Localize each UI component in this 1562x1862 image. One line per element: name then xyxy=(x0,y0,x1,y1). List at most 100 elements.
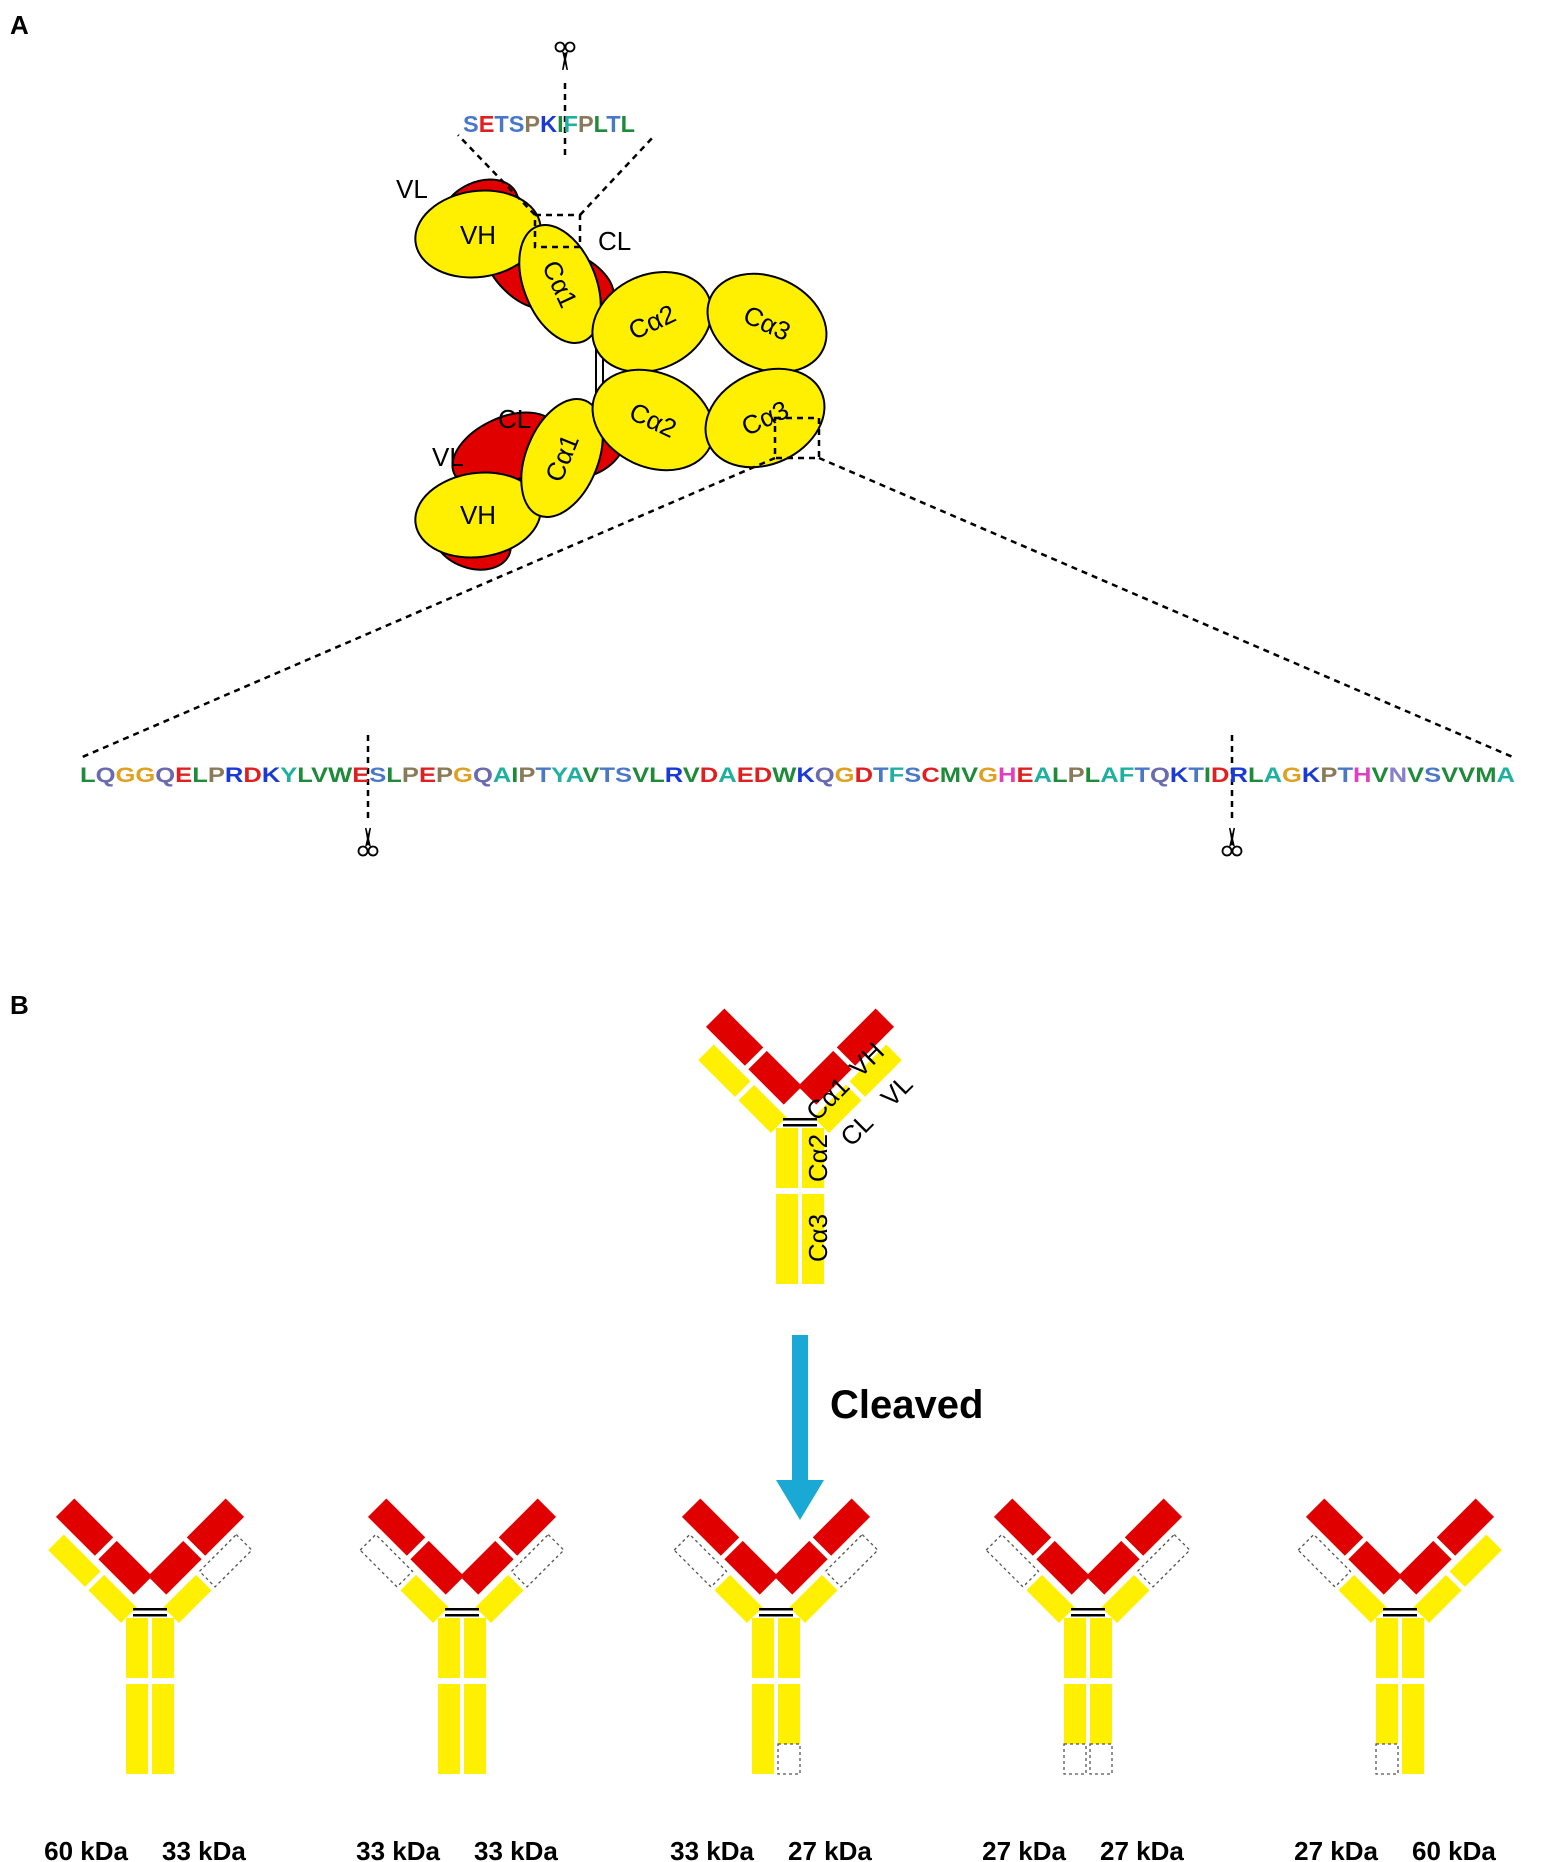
ca3-label-b: Cα3 xyxy=(803,1214,833,1262)
ca2-block xyxy=(1402,1618,1424,1678)
ca3-block xyxy=(126,1684,148,1744)
hinge-disulfide xyxy=(759,1614,793,1617)
cleavage-products: 60 kDa 33 kDa 33 kDa 33 kDa 33 kDa 27 kDa 27 k… xyxy=(44,1498,1502,1862)
fragment-antibody xyxy=(359,1498,565,1774)
vh-block xyxy=(698,1044,751,1097)
panel-label-a: A xyxy=(10,10,29,40)
fragment-antibody xyxy=(673,1498,879,1775)
fragment-right-mass: 60 kDa xyxy=(1412,1836,1496,1862)
cl-block xyxy=(1085,1540,1140,1595)
hinge-disulfide xyxy=(133,1614,167,1617)
vh-block xyxy=(824,1533,879,1588)
ca3-block xyxy=(1064,1684,1086,1744)
vl-label-lower: VL xyxy=(432,442,464,472)
ca1-block xyxy=(1413,1574,1462,1623)
cl-block xyxy=(1036,1540,1091,1595)
cleaved-label: Cleaved xyxy=(830,1383,983,1427)
fragment-antibody xyxy=(1297,1498,1502,1775)
vl-block xyxy=(367,1498,426,1556)
ca2-label-b: Cα2 xyxy=(803,1134,833,1182)
cl-label-lower: CL xyxy=(498,404,531,434)
ca2-block xyxy=(1064,1618,1086,1678)
ca3-tail-block xyxy=(464,1744,486,1774)
vh-label-lower: VH xyxy=(460,500,496,530)
ca2-block xyxy=(1090,1618,1112,1678)
cl-block xyxy=(98,1540,153,1595)
ca2-block xyxy=(152,1618,174,1678)
fragment-antibody xyxy=(48,1498,253,1774)
vh-block xyxy=(1297,1533,1352,1588)
ca3-block xyxy=(776,1194,798,1254)
ca3-tail-block xyxy=(752,1744,774,1774)
ca2-block xyxy=(778,1618,800,1678)
ca3-domain-lower xyxy=(704,367,826,469)
fragment-right-mass: 27 kDa xyxy=(1100,1836,1184,1862)
vl-block xyxy=(1305,1498,1364,1556)
vl-block xyxy=(1124,1498,1183,1556)
hinge-disulfide xyxy=(445,1614,479,1617)
vl-block xyxy=(705,1008,764,1066)
ca3-block xyxy=(1402,1684,1424,1744)
vl-block xyxy=(812,1498,871,1556)
ca1-block xyxy=(1338,1574,1387,1623)
ca3-tail-block xyxy=(126,1744,148,1774)
cl-label-upper: CL xyxy=(598,226,631,256)
vl-block xyxy=(1436,1498,1495,1556)
vh-block xyxy=(1449,1534,1502,1587)
hinge-disulfide xyxy=(783,1118,817,1121)
ca3-tail-block xyxy=(438,1744,460,1774)
ca3-block xyxy=(1376,1684,1398,1744)
vh-block xyxy=(849,1044,902,1097)
ca3-tail-block xyxy=(777,1743,801,1775)
ca2-block xyxy=(1376,1618,1398,1678)
ca2-block xyxy=(438,1618,460,1678)
fragment-left-mass: 33 kDa xyxy=(670,1836,754,1862)
ca3-block xyxy=(752,1684,774,1744)
fragment-left-mass: 27 kDa xyxy=(982,1836,1066,1862)
ca1-domain-upper xyxy=(518,223,602,345)
vl-block xyxy=(186,1498,245,1556)
cl-block xyxy=(1348,1540,1403,1595)
iga-structure: VL VH CL Cα1 Cα2 Cα3 Cα2 Cα3 CL VL Cα1 V… xyxy=(396,174,828,571)
ca3-domain-upper xyxy=(706,272,828,374)
vh-block xyxy=(510,1533,565,1588)
fragment-right-mass: 27 kDa xyxy=(788,1836,872,1862)
vh-block xyxy=(48,1534,101,1587)
cl-block xyxy=(147,1540,202,1595)
cl-block xyxy=(1397,1540,1452,1595)
hinge-disulfide xyxy=(783,1124,817,1127)
ca3-block xyxy=(1090,1684,1112,1744)
ca2-block xyxy=(776,1128,798,1188)
ca1-block xyxy=(400,1574,449,1623)
vl-block xyxy=(836,1008,895,1066)
vl-block xyxy=(681,1498,740,1556)
hinge-disulfide xyxy=(759,1608,793,1611)
vh-block xyxy=(1136,1533,1191,1588)
fragment-left-mass: 33 kDa xyxy=(356,1836,440,1862)
ca2-block xyxy=(126,1618,148,1678)
hinge-disulfide xyxy=(1383,1614,1417,1617)
vl-block xyxy=(993,1498,1052,1556)
ca3-block xyxy=(438,1684,460,1744)
ca2-block xyxy=(752,1618,774,1678)
vh-block xyxy=(198,1533,253,1588)
intact-iga-y xyxy=(698,1008,902,1284)
fragment-right-mass: 33 kDa xyxy=(474,1836,558,1862)
hinge-disulfide xyxy=(1071,1608,1105,1611)
fragment-left-mass: 27 kDa xyxy=(1294,1836,1378,1862)
scissors-icon xyxy=(357,827,379,857)
ca1-block xyxy=(813,1084,862,1133)
ca3-tail-block xyxy=(1402,1744,1424,1774)
ca3-tail-block xyxy=(1375,1743,1399,1775)
ca3-tail-block xyxy=(776,1254,798,1284)
ca3-block xyxy=(152,1684,174,1744)
cl-block xyxy=(797,1050,852,1105)
fragment-right-mass: 33 kDa xyxy=(162,1836,246,1862)
ca1-block xyxy=(1101,1574,1150,1623)
scissors-icon xyxy=(554,41,576,71)
panel-label-b: B xyxy=(10,990,29,1020)
ca3-block xyxy=(464,1684,486,1744)
ca2-block xyxy=(802,1128,824,1188)
